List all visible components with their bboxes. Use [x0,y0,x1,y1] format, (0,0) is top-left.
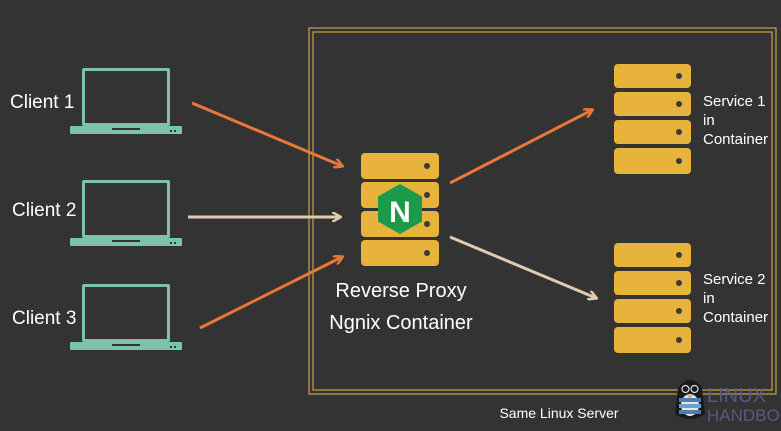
client-3: Client 3 [12,284,182,350]
nginx-logo-letter: N [389,196,411,229]
server-frame-label: Same Linux Server [499,405,618,421]
server-icon [614,64,691,174]
tux-penguin-icon [675,380,705,419]
arrow-proxy-to-service-2 [449,235,596,298]
client-2: Client 2 [12,180,182,246]
service-2-label-line-1: Service 2 [703,271,766,288]
service-1-label-line-3: Container [703,131,768,148]
client-3-label: Client 3 [12,308,76,329]
service-1-label-line-2: in [703,112,715,129]
laptop-icon [70,180,182,246]
service-1-label-line-1: Service 1 [703,93,766,110]
client-2-label: Client 2 [12,200,76,221]
client-1-label: Client 1 [10,92,74,113]
server-frame [308,27,777,395]
arrow-client-3-to-proxy [199,257,342,330]
nginx-logo-icon: N [378,184,422,234]
linux-handbook-logo: LINUX HANDBOOK [675,380,781,425]
service-2-label-line-3: Container [703,309,768,326]
proxy-label-line-1: Reverse Proxy [335,280,466,302]
laptop-icon [70,68,182,134]
server-icon [614,243,691,353]
arrow-proxy-to-service-1 [449,110,592,185]
service-1: Service 1 in Container [614,64,768,174]
client-1: Client 1 [10,68,182,134]
brand-line-1: LINUX [707,385,766,407]
service-2-label-line-2: in [703,290,715,307]
proxy-label-line-2: Ngnix Container [329,312,473,334]
service-2: Service 2 in Container [614,243,768,353]
proxy-server: N Reverse Proxy Ngnix Container [329,153,473,334]
brand-line-2: HANDBOOK [707,406,781,425]
laptop-icon [70,284,182,350]
arrow-client-1-to-proxy [191,101,342,166]
